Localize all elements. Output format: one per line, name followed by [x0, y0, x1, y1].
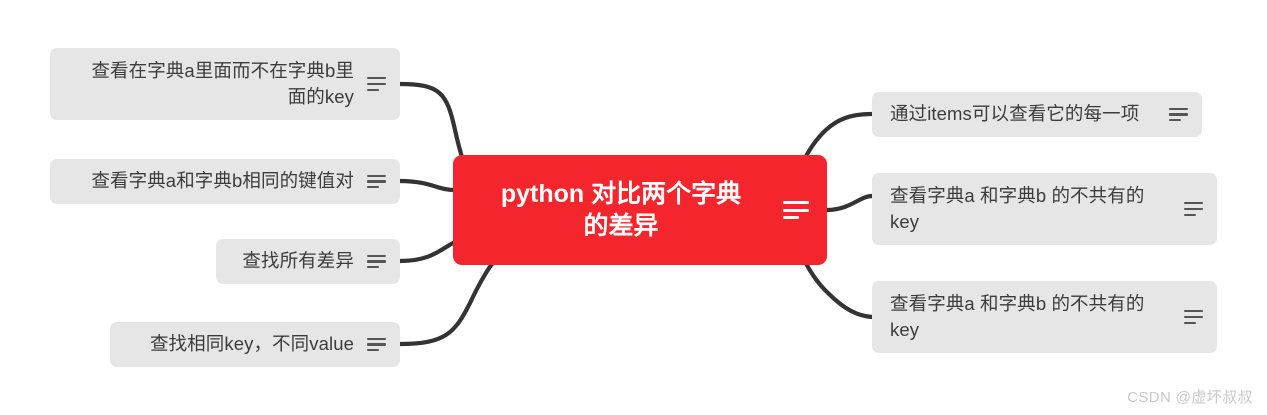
branch-node-right-2[interactable]: 查看字典a 和字典b 的不共有的 key: [872, 173, 1217, 245]
branch-node-label: 查找相同key，不同value: [149, 333, 354, 355]
connector-6: [824, 193, 875, 213]
branch-node-left-3[interactable]: 查找所有差异: [216, 239, 400, 284]
detail-lines-icon[interactable]: [1169, 107, 1188, 122]
watermark: CSDN @虚坏叔叔: [1127, 389, 1253, 406]
central-node[interactable]: python 对比两个字典 的差异: [453, 155, 827, 265]
branch-node-label: 查看在字典a里面而不在字典b里 面的key: [91, 59, 354, 107]
detail-lines-icon[interactable]: [367, 337, 386, 352]
connector-4: [397, 261, 495, 347]
branch-node-right-1[interactable]: 通过items可以查看它的每一项: [872, 92, 1202, 137]
detail-lines-icon[interactable]: [1184, 202, 1203, 216]
branch-node-label: 查看字典a 和字典b 的不共有的 key: [890, 292, 1145, 340]
branch-node-label: 查看字典a和字典b相同的键值对: [91, 170, 354, 192]
detail-lines-icon[interactable]: [1184, 310, 1203, 324]
detail-lines-icon[interactable]: [367, 174, 386, 189]
detail-lines-icon[interactable]: [783, 201, 809, 219]
branch-node-label: 查找所有差异: [242, 250, 354, 272]
detail-lines-icon[interactable]: [367, 77, 386, 91]
branch-node-left-4[interactable]: 查找相同key，不同value: [110, 322, 400, 367]
branch-node-left-2[interactable]: 查看字典a和字典b相同的键值对: [50, 159, 400, 204]
central-node-label: python 对比两个字典 的差异: [500, 179, 742, 241]
branch-node-label: 通过items可以查看它的每一项: [890, 103, 1140, 125]
branch-node-label: 查看字典a 和字典b 的不共有的 key: [890, 184, 1145, 232]
connector-2: [397, 178, 456, 193]
detail-lines-icon[interactable]: [367, 254, 386, 269]
branch-node-left-1[interactable]: 查看在字典a里面而不在字典b里 面的key: [50, 48, 400, 120]
connector-3: [397, 240, 456, 264]
branch-node-right-3[interactable]: 查看字典a 和字典b 的不共有的 key: [872, 281, 1217, 353]
